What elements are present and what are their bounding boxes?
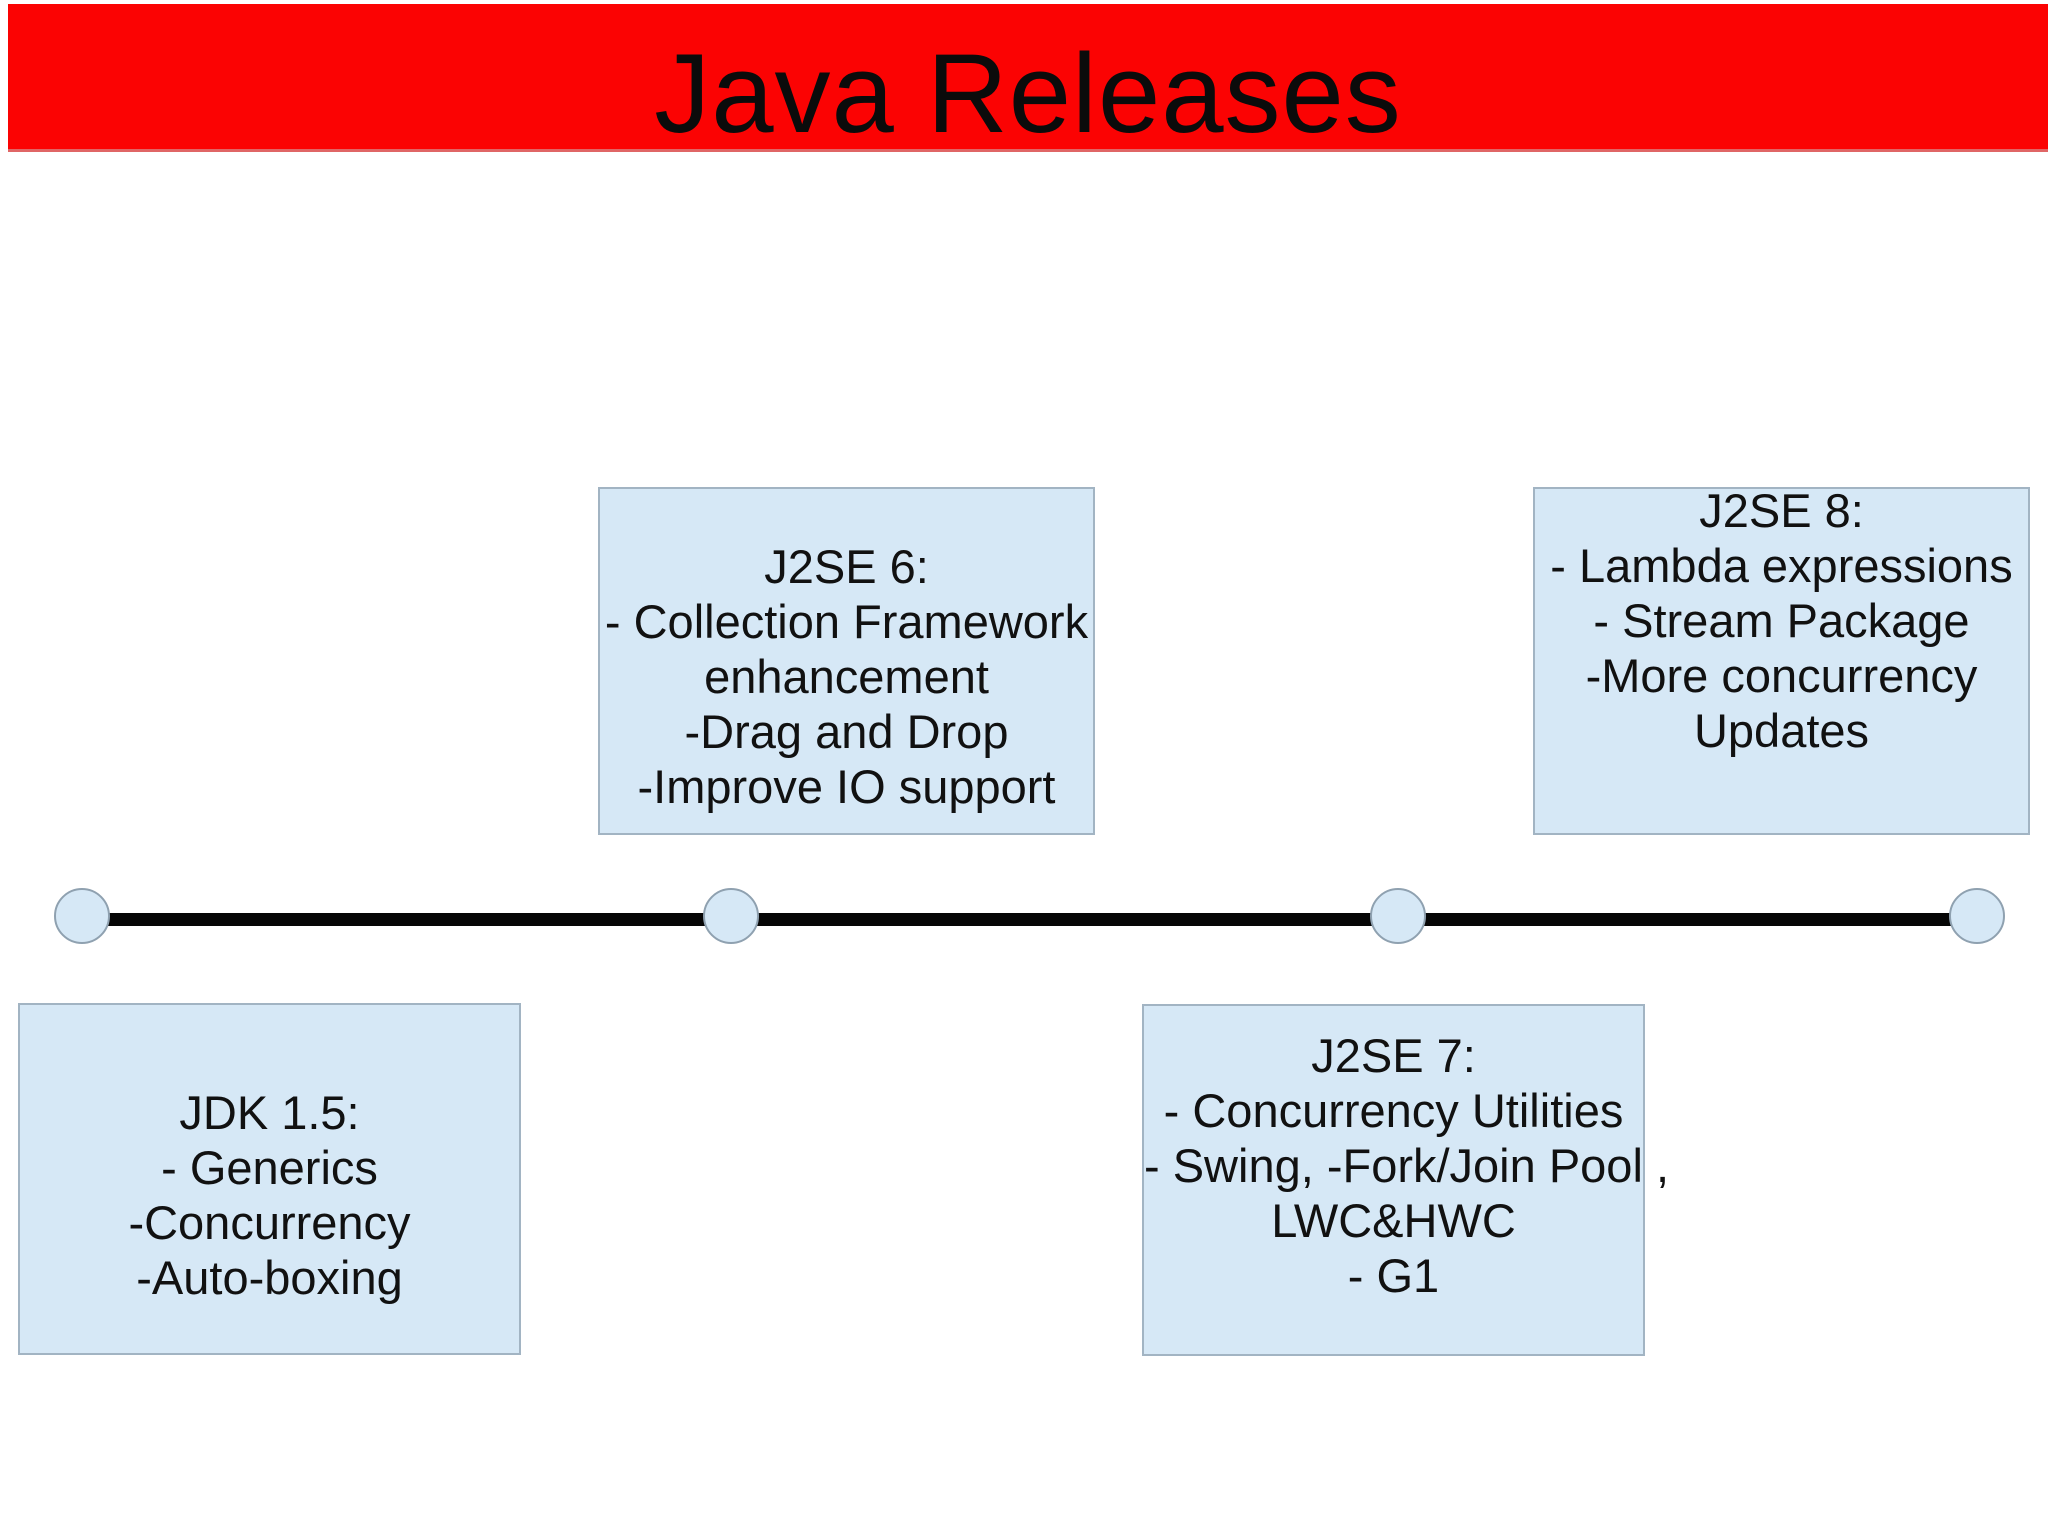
box-line: LWC&HWC	[1271, 1194, 1516, 1247]
box-line: J2SE 8:	[1699, 484, 1864, 537]
box-line: JDK 1.5:	[179, 1086, 360, 1139]
box-line: -Auto-boxing	[136, 1251, 403, 1304]
timeline-node-j2se-8	[1949, 888, 2005, 944]
box-line: J2SE 7:	[1311, 1029, 1476, 1082]
box-line: - G1	[1347, 1249, 1440, 1302]
box-line: - Concurrency Utilities	[1163, 1084, 1624, 1137]
box-line: - Generics	[161, 1141, 378, 1194]
box-line: -More concurrency	[1585, 649, 1978, 702]
release-box-text: J2SE 6: - Collection Framework enhanceme…	[600, 539, 1093, 814]
box-line: - Swing, -Fork/Join Pool ,	[1144, 1139, 1670, 1192]
box-line: J2SE 6:	[764, 540, 929, 593]
release-box-j2se-8: J2SE 8: - Lambda expressions - Stream Pa…	[1533, 484, 2030, 835]
timeline-node-j2se-7	[1370, 888, 1426, 944]
timeline-node-jdk-1-5	[54, 888, 110, 944]
box-line: enhancement	[704, 650, 989, 703]
release-box-j2se-6: J2SE 6: - Collection Framework enhanceme…	[598, 487, 1095, 835]
release-box-jdk-1-5: JDK 1.5: - Generics -Concurrency -Auto-b…	[18, 1003, 521, 1355]
release-box-text: J2SE 7: - Concurrency Utilities - Swing,…	[1144, 1028, 1670, 1303]
timeline-node-j2se-6	[703, 888, 759, 944]
release-box-text: JDK 1.5: - Generics -Concurrency -Auto-b…	[20, 1085, 519, 1305]
box-line: - Stream Package	[1593, 594, 1970, 647]
title-banner: Java Releases	[8, 4, 2048, 152]
box-line: - Collection Framework	[604, 595, 1089, 648]
timeline-line	[83, 913, 1978, 926]
release-box-j2se-7: J2SE 7: - Concurrency Utilities - Swing,…	[1142, 1004, 1670, 1356]
box-line: Updates	[1693, 704, 1870, 757]
page-title: Java Releases	[654, 31, 1402, 157]
box-line: -Concurrency	[128, 1196, 411, 1249]
box-line: -Improve IO support	[637, 760, 1056, 813]
box-line: - Lambda expressions	[1550, 539, 2013, 592]
box-line: -Drag and Drop	[684, 705, 1009, 758]
release-box-text: J2SE 8: - Lambda expressions - Stream Pa…	[1535, 483, 2028, 758]
